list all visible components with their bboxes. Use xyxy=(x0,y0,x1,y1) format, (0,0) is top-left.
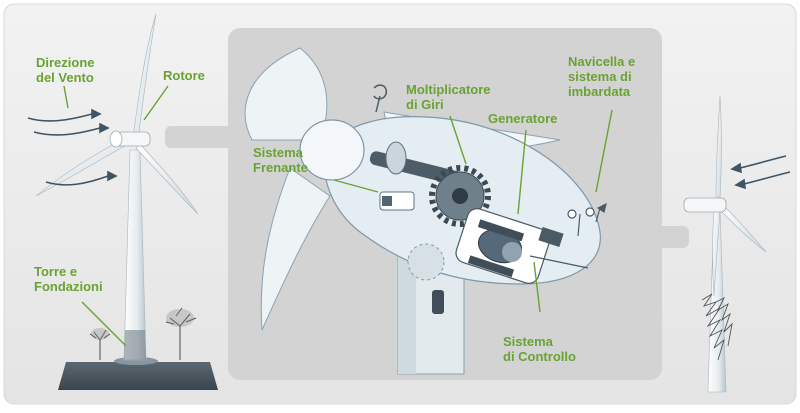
left-turbine xyxy=(27,13,218,390)
blade-up xyxy=(132,13,157,141)
control-cabinet xyxy=(538,226,564,248)
generator xyxy=(455,208,551,284)
leaders-cutaway xyxy=(333,109,613,313)
blade-right xyxy=(135,143,199,215)
trees xyxy=(89,307,197,360)
blade-left xyxy=(35,137,129,197)
cutaway-blade-left xyxy=(260,167,331,331)
nacelle-right xyxy=(683,197,727,213)
label-nacelle-yaw: Navicella e sistema di imbardata xyxy=(568,54,636,99)
label-brake-system: Sistema Frenante xyxy=(253,145,308,175)
leaders-left xyxy=(63,85,169,347)
label-tower-foundations: Torre e Fondazioni xyxy=(34,264,103,294)
cutaway-blade-top xyxy=(244,47,328,141)
scribble-tree xyxy=(701,293,733,361)
label-wind-direction: Direzione del Vento xyxy=(36,55,95,85)
anemometer xyxy=(567,202,607,237)
yaw-motor xyxy=(432,290,444,314)
wind-arrows xyxy=(27,108,118,186)
label-rotor: Rotore xyxy=(163,68,205,83)
right-turbine xyxy=(683,95,791,393)
label-gearbox: Moltiplicatore di Giri xyxy=(406,82,491,112)
cutaway-nacelle xyxy=(244,47,613,375)
foundation-base xyxy=(58,362,218,390)
label-control-system: Sistema di Controllo xyxy=(503,334,576,364)
label-generator: Generatore xyxy=(488,111,558,126)
wind-arrows-right xyxy=(730,155,791,190)
brake-disc xyxy=(385,141,407,175)
cutaway-hub xyxy=(299,119,365,181)
hub xyxy=(109,130,123,148)
gearbox-gear xyxy=(429,165,491,227)
